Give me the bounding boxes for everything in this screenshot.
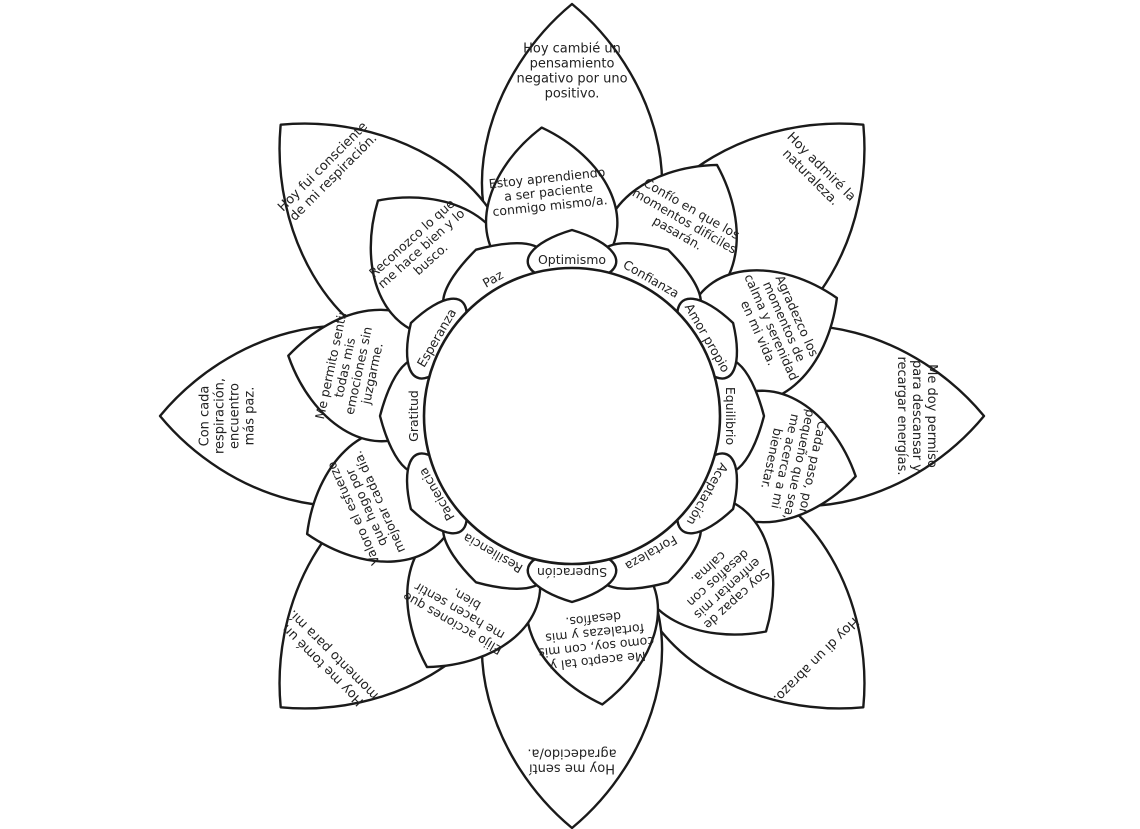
outer-petal-text: Hoy me sentíagradecido/a. — [527, 746, 616, 776]
inner-petal-line: Gratitud — [406, 390, 421, 442]
core-petal-line: Superación — [537, 566, 607, 581]
outer-petal-line: más paz. — [242, 387, 257, 446]
core-petal-shape — [676, 452, 739, 535]
middle-petal: Valoro el esfuerzoque hago pormejorar ca… — [305, 428, 456, 568]
outer-petal-line: Me doy permiso — [925, 364, 940, 468]
outer-petal-text: Con cadarespiración,encuentromás paz. — [197, 378, 257, 454]
core-petal-shape — [526, 554, 618, 604]
inner-petal-text: Equilibrio — [724, 387, 739, 445]
outer-petal-line: Hoy me sentí — [529, 761, 615, 776]
core-petal-line: Optimismo — [538, 252, 606, 267]
core-petal-text: Optimismo — [538, 252, 606, 267]
core-petal: Optimismo — [526, 228, 618, 278]
core-petal-shape — [526, 228, 618, 278]
core-petal-shape — [405, 452, 468, 535]
outer-petal-line: Hoy cambié un — [523, 41, 621, 56]
outer-petal-text: Me doy permisopara descansar yrecargar e… — [895, 356, 940, 475]
outer-petal-line: recargar energías. — [895, 356, 910, 475]
core-petal: Superación — [526, 554, 618, 604]
middle-petal: Soy capaz deenfrentar misdesafíos concal… — [635, 494, 775, 636]
inner-petal: Resiliencia — [442, 515, 546, 590]
center-circle — [422, 266, 722, 566]
inner-petal-text: Gratitud — [406, 390, 421, 442]
core-petal-shape — [405, 297, 468, 380]
outer-petal-line: negativo por uno — [516, 71, 627, 86]
middle-petal-line: desafíos. — [565, 610, 622, 631]
outer-petal-line: respiración, — [212, 378, 227, 454]
outer-petal-line: Con cada — [197, 386, 212, 447]
core-petal-shape — [676, 297, 739, 380]
inner-petal-line: Equilibrio — [724, 387, 739, 445]
middle-petal-text: Me acepto tal ycomo soy, con misfortalez… — [535, 606, 657, 675]
middle-petal: Me permito sentirtodas misemociones sinj… — [287, 308, 437, 443]
core-petal-text: Superación — [537, 566, 607, 581]
outer-petal-line: pensamiento — [530, 56, 615, 71]
outer-petal-line: positivo. — [545, 86, 600, 101]
outer-petal-line: para descansar y — [910, 360, 925, 472]
outer-petal-line: agradecido/a. — [527, 746, 616, 761]
outer-petal-line: encuentro — [227, 383, 242, 449]
